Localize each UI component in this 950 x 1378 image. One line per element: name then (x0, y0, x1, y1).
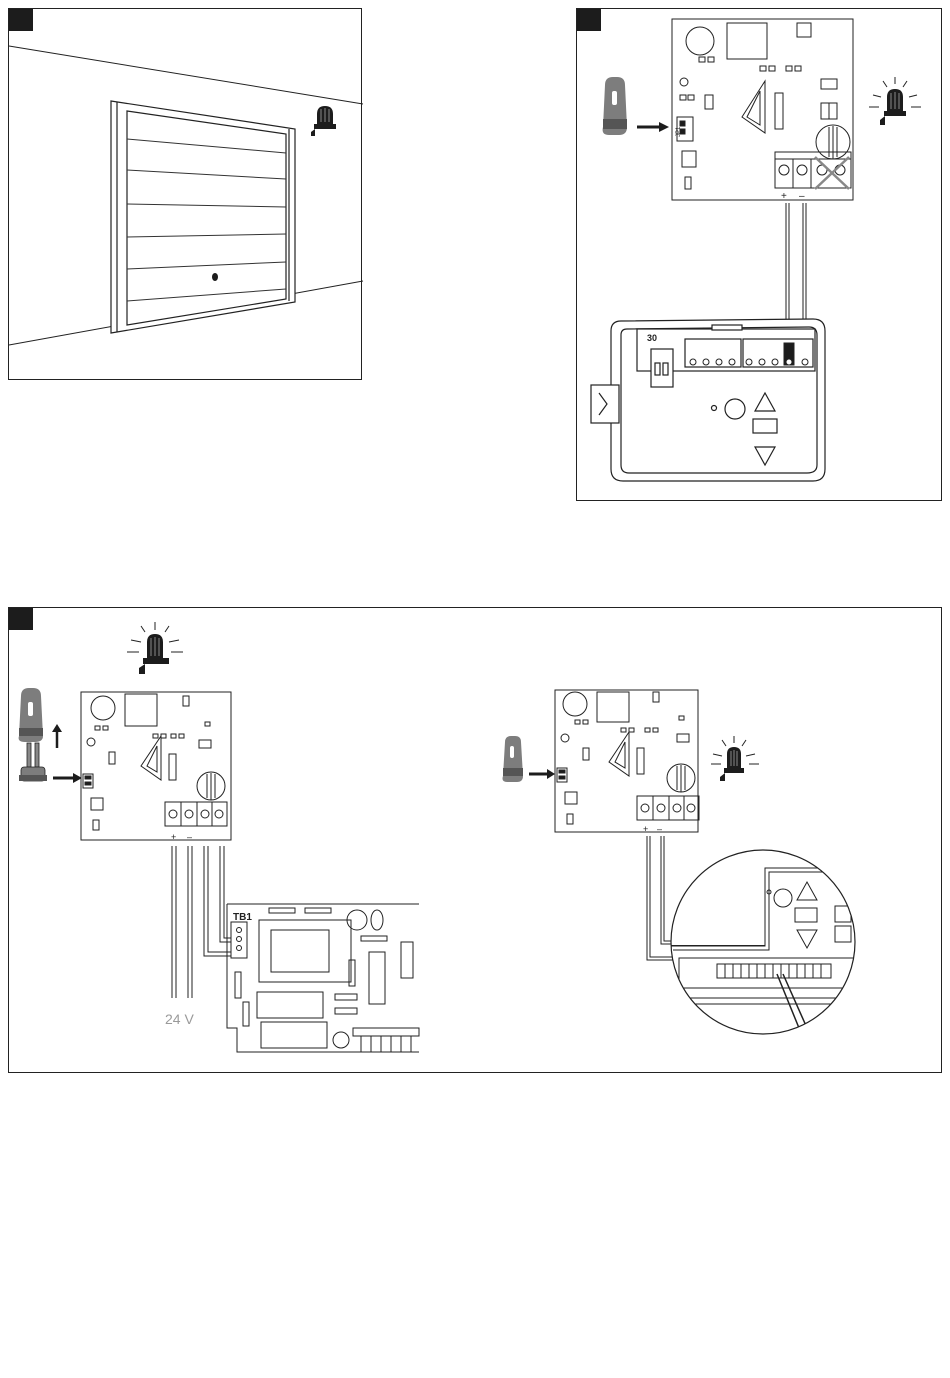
control-module-board (81, 692, 231, 840)
control-module-board (555, 690, 699, 832)
wires (172, 846, 231, 998)
tb1-label: TB1 (233, 912, 252, 923)
left-terminal-minus-label: – (187, 832, 192, 842)
terminal-plus-label: + (781, 191, 787, 202)
remote-transmitter-icon (503, 736, 524, 782)
panel-garage-scene (8, 8, 362, 380)
connector-pins (353, 1028, 419, 1052)
arrow-right-icon (529, 769, 555, 779)
flashing-lamp-icon (127, 622, 183, 674)
panel-receiver-wiring: JP1 + – (576, 8, 942, 501)
garage-scene-drawing (9, 9, 363, 381)
door-handle (212, 273, 218, 281)
control-module-board (672, 19, 853, 200)
wiring-variants-drawing: + – 24 V (9, 608, 943, 1074)
magnified-receiver-detail (665, 850, 869, 1034)
panel-wiring-variants: + – 24 V (8, 607, 942, 1073)
arrow-right-icon (53, 773, 82, 783)
right-terminal-plus-label: + (643, 824, 648, 834)
warning-lamp-icon (311, 106, 336, 136)
arrow-right-icon (637, 122, 669, 132)
receiver-number-label: 30 (647, 333, 657, 343)
voltage-label: 24 V (165, 1011, 194, 1027)
jumper-label: JP1 (676, 126, 682, 137)
left-terminal-plus-label: + (171, 832, 176, 842)
arrow-up-icon (52, 724, 62, 748)
flashing-lamp-icon (711, 736, 759, 781)
remote-transmitter-icon (19, 688, 43, 742)
receiver-wiring-drawing: JP1 + – (577, 9, 943, 502)
terminal-minus-label: – (799, 191, 805, 202)
remote-transmitter-icon (603, 77, 627, 135)
right-terminal-minus-label: – (657, 824, 662, 834)
jumper-plug-icon (19, 743, 47, 781)
flashing-lamp-icon (869, 77, 921, 125)
garage-door-frame (111, 101, 295, 333)
